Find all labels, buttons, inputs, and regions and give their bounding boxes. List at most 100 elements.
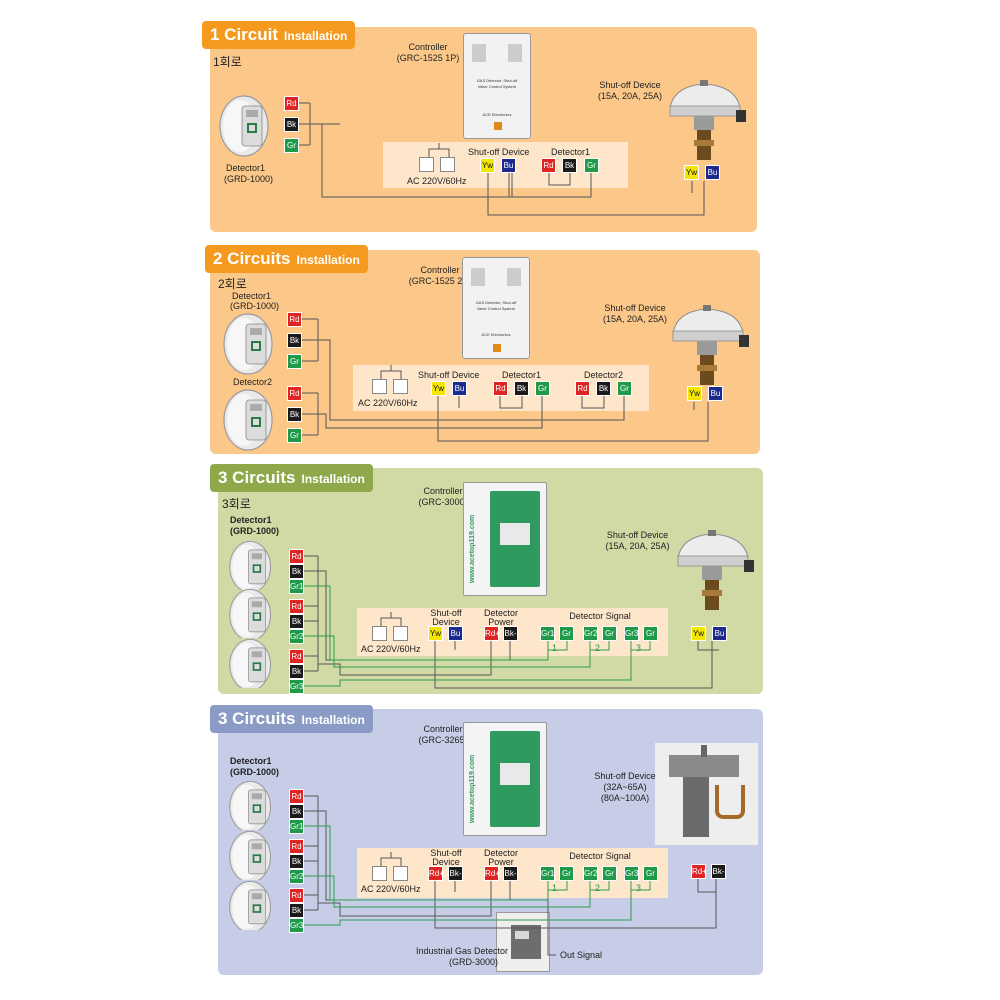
panel-4-controller-model: (GRC-3265)	[418, 735, 468, 745]
panel-4-ac-label: AC 220V/60Hz	[361, 884, 421, 894]
panel-1-ctrl-bu-terminal: Bu	[501, 158, 516, 173]
panel-3-group-power-2: Power	[488, 617, 514, 627]
panel-1-controller-image: GAS Detector, Shut-off Valve Control Sys…	[463, 33, 531, 139]
controller-badge-icon	[493, 344, 501, 352]
controller-vent	[507, 268, 521, 286]
panel-3-det2-gr2-terminal: Gr2	[289, 629, 304, 644]
panel-1-controller-label: Controller	[408, 42, 448, 52]
panel-2-title-sub: Installation	[296, 253, 360, 267]
panel-3-controller-model: (GRC-3000)	[418, 497, 468, 507]
panel-3-det1-gr1-terminal: Gr1	[289, 579, 304, 594]
panel-3-ctrl-gr-terminal: Gr	[643, 626, 658, 641]
panel-2-ctrl-det2-rd-terminal: Rd	[575, 381, 590, 396]
panel-4-detector-model: (GRD-1000)	[230, 767, 280, 777]
panel-2-det1-bk-terminal: Bk	[287, 333, 302, 348]
controller-badge-icon	[494, 122, 502, 130]
panel-1-title-main: 1 Circuit	[210, 25, 279, 44]
panel-3-det1-rd-terminal: Rd	[289, 549, 304, 564]
panel-4-det2-rd-terminal: Rd	[289, 839, 304, 854]
large-valve-actuator	[669, 755, 739, 777]
panel-3-detector-model: (GRD-1000)	[230, 526, 280, 536]
panel-1-ctrl-bk-terminal: Bk	[562, 158, 577, 173]
panel-4-valve-rdp-terminal: Rd+	[691, 864, 707, 879]
panel-2-det2-bk-terminal: Bk	[287, 407, 302, 422]
panel-4-signal-num-3: 3	[636, 883, 642, 893]
panel-4-controller-label: Controller	[423, 724, 463, 734]
controller-brand: ACE Electronics	[482, 112, 512, 117]
panel-4-shutoff-label: Shut-off Device	[594, 771, 656, 781]
panel-2-ctrl-det1-gr-terminal: Gr	[535, 381, 550, 396]
panel-3-ctrl-gr-terminal: Gr	[602, 626, 617, 641]
panel-1-ac-label: AC 220V/60Hz	[407, 176, 467, 186]
panel-4-ctrl-power-bkm-terminal: Bk-	[503, 866, 518, 881]
panel-3-det1-bk-terminal: Bk	[289, 564, 304, 579]
panel-4-det3-bk-terminal: Bk	[289, 903, 304, 918]
panel-2-det2-gr-terminal: Gr	[287, 428, 302, 443]
panel-3-ctrl-bu-terminal: Bu	[448, 626, 463, 641]
panel-3-det3-bk-terminal: Bk	[289, 664, 304, 679]
panel-3-ctrl-bkm-terminal: Bk-	[503, 626, 518, 641]
panel-4-ctrl-gr-terminal: Gr	[602, 866, 617, 881]
panel-4-det2-bk-terminal: Bk	[289, 854, 304, 869]
panel-3-ctrl-yw-terminal: Yw	[428, 626, 443, 641]
panel-3-group-power-1: Detector	[483, 608, 518, 618]
panel-4-det2-gr2-terminal: Gr2	[289, 869, 304, 884]
panel-4-ctrl-gr3-terminal: Gr3	[624, 866, 639, 881]
panel-3-controller-label: Controller	[423, 486, 463, 496]
panel-2-ctrl-det2-bk-terminal: Bk	[596, 381, 611, 396]
panel-3-group-shutoff-1: Shut-off	[430, 608, 462, 618]
controller-label-text: Valve Control System	[477, 84, 517, 89]
panel-4-title-sub: Installation	[301, 713, 365, 727]
panel-3-title-sub: Installation	[301, 472, 365, 486]
panel-4-det1-bk-terminal: Bk	[289, 804, 304, 819]
panel-3-wires	[304, 555, 719, 689]
panel-4-det3-gr3-terminal: Gr3	[289, 918, 304, 933]
controller-vent	[472, 44, 486, 62]
panel-1-controller-model: (GRC-1525 1P)	[396, 53, 460, 63]
panel-1-detector-label: Detector1	[226, 163, 266, 173]
panel-1-title-sub: Installation	[284, 29, 348, 43]
panel-3-det3-rd-terminal: Rd	[289, 649, 304, 664]
panel-4-controller-image: www.acetop119.com	[463, 722, 547, 836]
panel-3-det2-rd-terminal: Rd	[289, 599, 304, 614]
panel-2-controller-model: (GRC-1525 2P)	[408, 276, 472, 286]
large-valve-pipe	[715, 785, 745, 819]
panel-3-valve-bu-terminal: Bu	[712, 626, 727, 641]
panel-3-signal-num-2: 2	[595, 643, 601, 653]
panel-4-group-signal: Detector Signal	[569, 851, 631, 861]
panel-3-signal-wires	[304, 585, 651, 687]
panel-2-ctrl-det1-bk-terminal: Bk	[514, 381, 529, 396]
controller-label-text: GAS Detector, Shut-off	[475, 300, 517, 305]
panel-3-signal-num-1: 1	[552, 643, 558, 653]
panel-4-wires	[304, 795, 717, 956]
panel-2-detector1-label: Detector1	[232, 291, 272, 301]
panel-4-industrial-detector-image	[496, 912, 550, 972]
controller-label-text: Valve Control System	[476, 306, 516, 311]
panel-3-ctrl-gr2-terminal: Gr2	[583, 626, 598, 641]
panel-4-ctrl-gr2-terminal: Gr2	[583, 866, 598, 881]
panel-2-ac-terminal	[393, 379, 408, 394]
controller-vent	[508, 44, 522, 62]
panel-4-ctrl-gr1-terminal: Gr1	[540, 866, 555, 881]
panel-3-group-signal: Detector Signal	[569, 611, 631, 621]
panel-3-controller-image: www.acetop119.com	[463, 482, 547, 596]
panel-1-wires	[299, 102, 705, 216]
panel-2-det2-rd-terminal: Rd	[287, 386, 302, 401]
industrial-detector-panel	[511, 925, 541, 959]
panel-2-wires	[302, 318, 709, 442]
panel-1-korean: 1회로	[213, 55, 242, 69]
panel-3-ctrl-gr1-terminal: Gr1	[540, 626, 555, 641]
panel-1-valve-yw-terminal: Yw	[684, 165, 699, 180]
panel-3-title-main: 3 Circuits	[218, 468, 296, 487]
panel-2-controller-label: Controller	[420, 265, 460, 275]
panel-2-ac-terminal	[372, 379, 387, 394]
panel-4-industrial-label: Industrial Gas Detector	[416, 946, 509, 956]
controller-display	[500, 523, 530, 545]
panel-2-group-detector2: Detector2	[584, 370, 624, 380]
panel-2-controller-image: GAS Detector, Shut-off Valve Control Sys…	[462, 257, 530, 359]
controller-label-text: GAS Detector, Shut-off	[476, 78, 518, 83]
panel-1-ac-terminal	[419, 157, 434, 172]
panel-1-det-rd-terminal: Rd	[284, 96, 299, 111]
